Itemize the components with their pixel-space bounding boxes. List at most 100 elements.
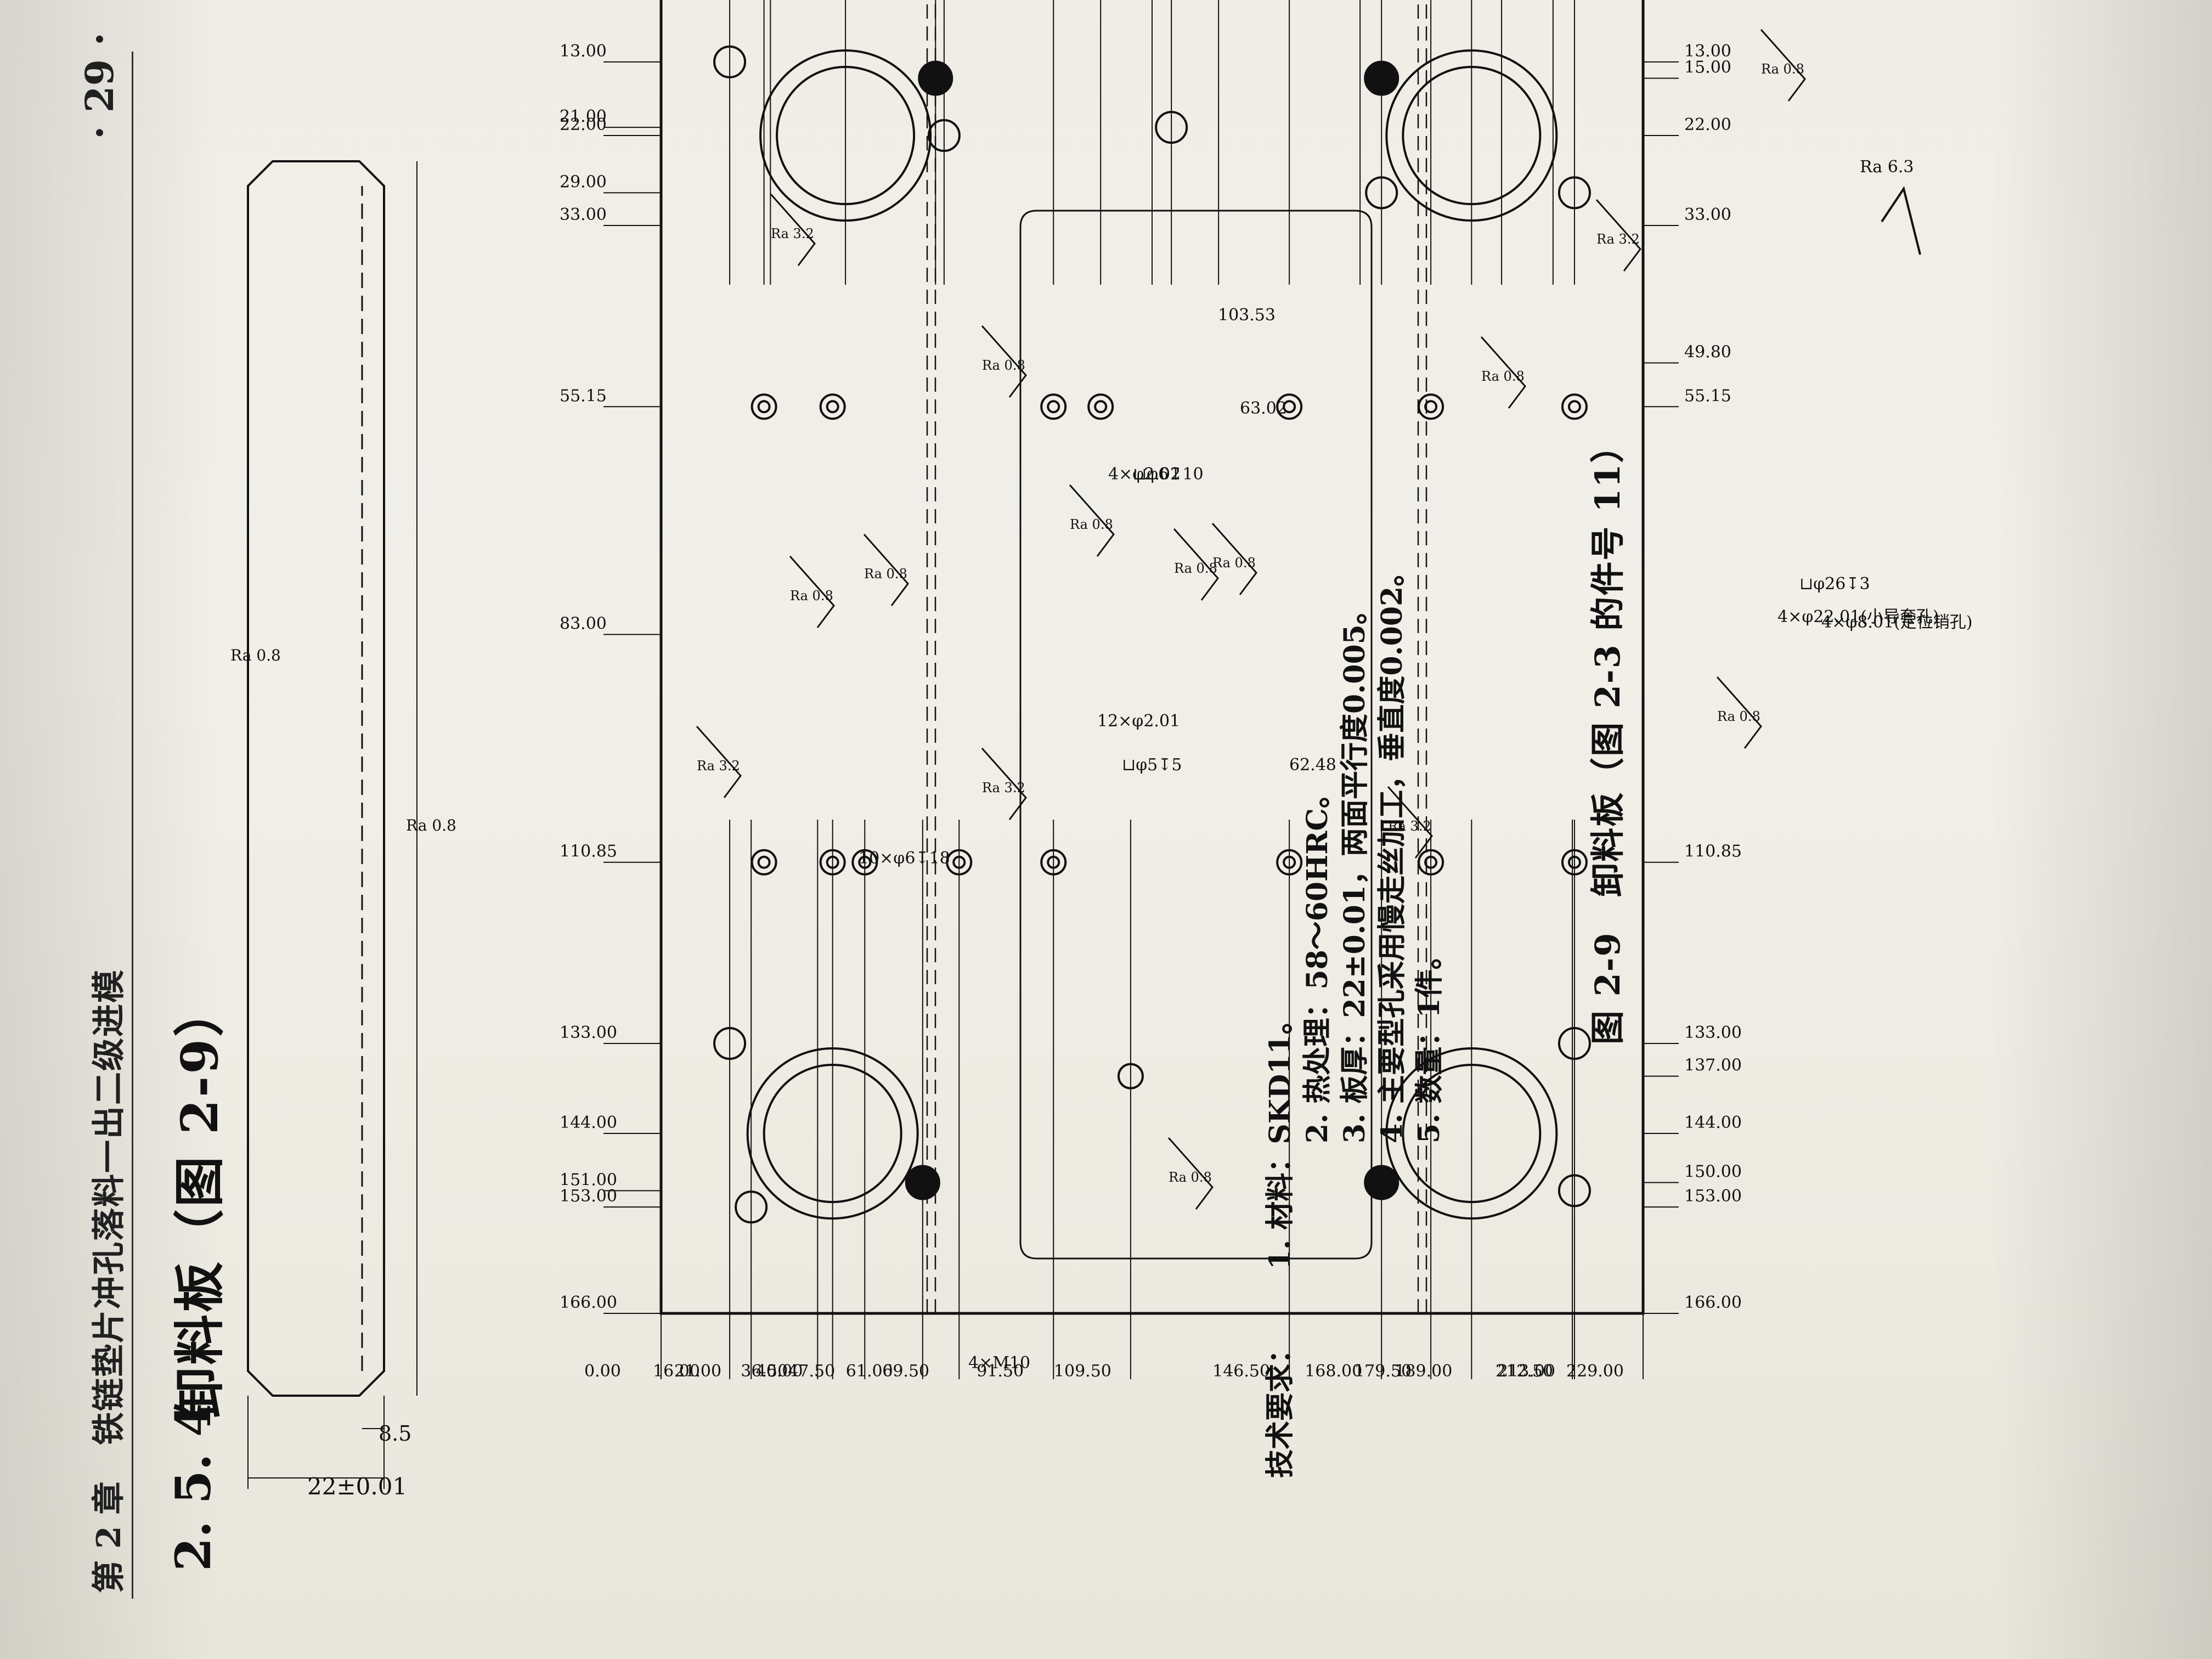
roughness-label: Ra 0.8	[790, 588, 833, 603]
round-hole	[1558, 176, 1591, 210]
bottom-dim: 33.00	[1684, 205, 1731, 224]
callouts: 4×M10 10×φ6↧18 12×φ2.01 ⊔φ5↧5 4×φ2.02 ⊔φ…	[859, 306, 1972, 1373]
pierce-hole	[1276, 849, 1303, 876]
svg-text:Ra 6.3: Ra 6.3	[1860, 157, 1914, 177]
bottom-dim: 15.00	[1684, 58, 1731, 77]
pin-hole	[1364, 1165, 1400, 1200]
caption-text: 卸料板（图 2-3 的件号 11）	[1588, 427, 1628, 897]
roughness-symbol	[863, 534, 909, 606]
roughness-label: Ra 3.2	[771, 226, 814, 241]
inner-dim: 62.48	[1289, 755, 1336, 775]
tech-req-label: 技术要求：	[1263, 1335, 1297, 1478]
left-dim: 61.00	[846, 1362, 893, 1381]
left-dim: 189.00	[1395, 1362, 1452, 1381]
round-hole	[1558, 1174, 1591, 1207]
top-dim: 144.00	[560, 1113, 617, 1132]
pierce-hole-inner	[1094, 400, 1108, 414]
roughness-label: Ra 0.8	[1212, 555, 1256, 571]
top-dim: 21.00	[560, 107, 607, 126]
guide-hole-cb-callout: ⊔φ26↧3	[1799, 574, 1870, 594]
top-dim: 33.00	[560, 205, 607, 224]
roughness-label: Ra 0.8	[1717, 709, 1760, 724]
top-dim: 22.00	[560, 115, 607, 134]
holes-12-cb-callout: ⊔φ5↧5	[1122, 755, 1182, 775]
pierce-hole	[819, 393, 846, 420]
top-dim: 166.00	[560, 1293, 617, 1312]
roughness-symbol	[1716, 676, 1762, 749]
window-outline	[1019, 210, 1373, 1260]
pierce-hole-inner	[858, 855, 872, 869]
pierce-hole-inner	[1424, 855, 1438, 869]
guide-bore	[759, 49, 932, 222]
pin-hole	[918, 60, 953, 96]
roughness-label: Ra 0.8	[1169, 1170, 1212, 1185]
pierce-hole	[1040, 849, 1067, 876]
roughness-symbol	[981, 325, 1027, 398]
left-dim: 212.50	[1496, 1362, 1553, 1381]
pierce-hole	[751, 393, 777, 420]
pierce-hole	[1040, 393, 1067, 420]
round-hole	[713, 45, 747, 78]
holes-4-callout: 4×φ2.02	[1108, 465, 1181, 484]
pin-hole	[905, 1165, 940, 1200]
top-dim: 55.15	[560, 386, 607, 405]
pierce-hole-inner	[1047, 855, 1060, 869]
roughness-labels: Ra 3.2Ra 3.2Ra 3.2Ra 3.2Ra 3.2Ra 0.8Ra 0…	[696, 29, 1806, 1210]
pierce-hole	[1561, 849, 1588, 876]
left-dim: 16.00	[653, 1362, 700, 1381]
roughness-label: Ra 0.8	[982, 358, 1025, 373]
roughness-symbol	[696, 726, 742, 798]
guide-bore-inner	[1402, 1063, 1542, 1203]
pierce-hole	[751, 849, 777, 876]
top-dim: 151.00	[560, 1170, 617, 1189]
roughness-symbol	[1211, 523, 1257, 595]
bottom-dim: 133.00	[1684, 1023, 1742, 1042]
pierce-hole-inner	[757, 400, 771, 414]
roughness-label: Ra 0.8	[406, 816, 456, 834]
pierce-hole	[1561, 393, 1588, 420]
bottom-dim: 137.00	[1684, 1056, 1742, 1075]
guide-bore	[746, 1047, 919, 1220]
pierce-hole	[1418, 393, 1444, 420]
left-dim: 146.50	[1212, 1362, 1270, 1381]
overall-roughness: Ra 6.3	[1860, 157, 1921, 255]
pierce-hole-inner	[826, 855, 839, 869]
m10-callout: 4×M10	[968, 1353, 1030, 1373]
left-dim: 21.00	[674, 1362, 721, 1381]
bottom-dim: 166.00	[1684, 1293, 1742, 1312]
roughness-symbol	[770, 194, 816, 266]
bottom-dim: 150.00	[1684, 1162, 1742, 1181]
thickness-dim-text: 22±0.01	[307, 1473, 407, 1500]
pierce-hole-inner	[757, 855, 771, 869]
tech-req-item: 2. 热处理：58～60HRC。	[1301, 780, 1334, 1143]
guide-bore-inner	[1402, 66, 1542, 206]
roughness-symbol	[1760, 29, 1806, 101]
side-view-outline	[247, 160, 385, 1397]
tech-req-item: 4. 主要型孔采用慢走丝加工，垂直度0.002。	[1375, 557, 1409, 1143]
bottom-dim: 144.00	[1684, 1113, 1742, 1132]
pierce-hole-inner	[1047, 400, 1060, 414]
left-dim: 91.50	[977, 1362, 1024, 1381]
holes	[713, 45, 1591, 1224]
left-dim: 36.50	[741, 1362, 788, 1381]
pierce-hole	[1418, 849, 1444, 876]
figure-caption: 图 2-9 卸料板（图 2-3 的件号 11）	[1580, 428, 1629, 1045]
top-dim: 133.00	[560, 1023, 617, 1042]
pierce-hole	[946, 849, 973, 876]
left-dim: 109.50	[1054, 1362, 1111, 1381]
pierce-hole-inner	[952, 855, 966, 869]
left-dim: 47.50	[788, 1362, 835, 1381]
pierce-hole	[1117, 1063, 1144, 1090]
tech-req-item: 1. 材料：SKD11。	[1263, 1006, 1297, 1269]
guide-bore-inner	[776, 66, 916, 206]
roughness-symbol	[1069, 484, 1115, 557]
guide-bore	[1385, 1047, 1558, 1220]
roughness-label: Ra 3.2	[697, 758, 740, 774]
side-view-roughness: Ra 0.8 Ra 0.8	[230, 646, 456, 834]
inner-dim: 103.53	[1218, 306, 1276, 325]
left-dim: 0.00	[584, 1362, 621, 1381]
pierce-hole	[1087, 393, 1114, 420]
guide-bore	[1385, 49, 1558, 222]
left-dim: 213.00	[1498, 1362, 1555, 1381]
